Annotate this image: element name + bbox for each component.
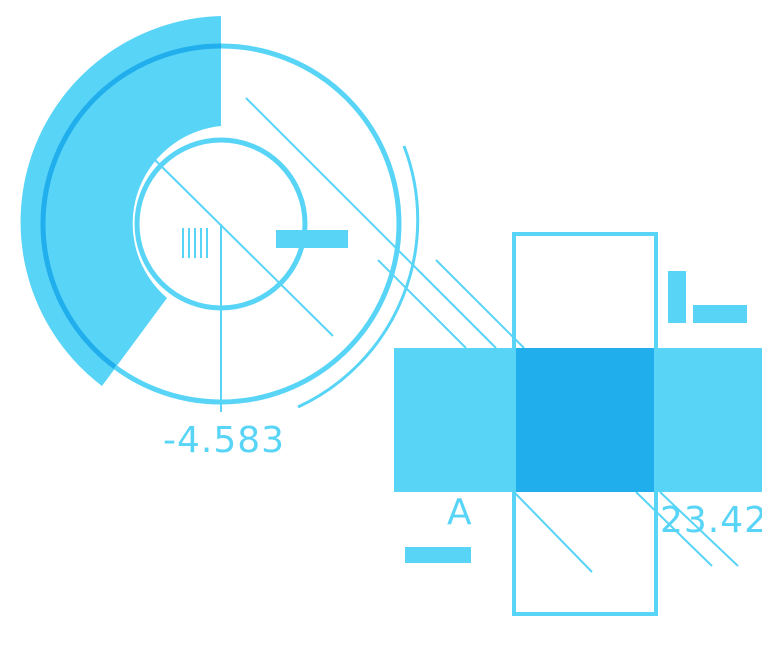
outer-arc-segment [20, 16, 221, 386]
diagonal-lines [154, 97, 739, 573]
right-vertical-indicator [668, 271, 686, 323]
letter-label: A [447, 492, 473, 533]
ring-overlap-arc [40, 43, 222, 370]
left-value-readout: -4.583 [163, 420, 285, 461]
tall-frame [512, 232, 658, 616]
band-frame-overlap [512, 348, 658, 492]
letter-underline-dash [405, 547, 471, 563]
ring-side-bar [276, 230, 348, 248]
outer-thin-arc [297, 145, 420, 409]
tick-marks [182, 228, 208, 258]
right-value-readout: 23.422 [660, 500, 762, 541]
right-dash [693, 305, 747, 323]
